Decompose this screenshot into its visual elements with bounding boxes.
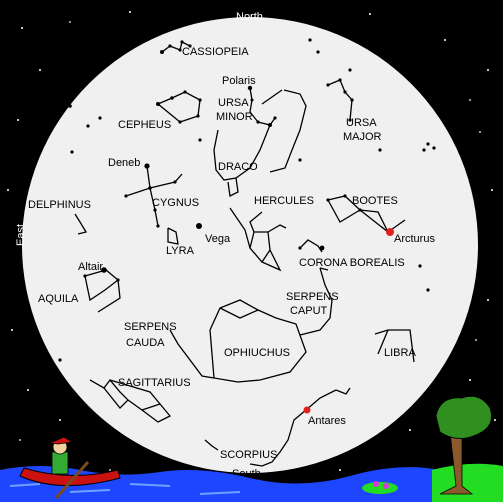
label-delphinus: DELPHINUS	[28, 199, 91, 211]
arcturus-star	[386, 228, 394, 236]
label-draco: DRACO	[218, 161, 258, 173]
label-ursa-minor-1: URSA	[218, 97, 249, 109]
label-sagittarius: SAGITTARIUS	[118, 377, 191, 389]
label-arcturus: Arcturus	[394, 233, 435, 245]
label-ophiuchus: OPHIUCHUS	[224, 347, 290, 359]
water-ripples	[9, 483, 241, 495]
label-polaris: Polaris	[222, 75, 256, 87]
lily-plant	[362, 481, 398, 494]
paddler-body	[51, 451, 69, 475]
sky-disk	[22, 17, 478, 473]
label-serpens-cauda-1: SERPENS	[124, 321, 177, 333]
label-serpens-caput-2: CAPUT	[290, 305, 328, 317]
label-hercules: HERCULES	[254, 195, 314, 207]
label-bootes: BOOTES	[352, 195, 398, 207]
label-aquila: AQUILA	[38, 293, 79, 305]
label-ursa-major-1: URSA	[346, 117, 377, 129]
canoe-paddler	[19, 436, 121, 499]
constellation-stars	[58, 38, 436, 442]
label-ursa-major-2: MAJOR	[343, 131, 382, 143]
label-serpens-caput-1: SERPENS	[286, 291, 339, 303]
label-cepheus: CEPHEUS	[118, 119, 171, 131]
label-vega: Vega	[205, 233, 231, 245]
direction-east: East	[15, 224, 27, 246]
tree-foliage	[435, 395, 492, 439]
label-deneb: Deneb	[108, 157, 140, 169]
label-libra: LIBRA	[384, 347, 416, 359]
label-ursa-minor-2: MINOR	[216, 111, 253, 123]
constellation-lines	[74, 41, 415, 467]
paddler-cap	[48, 436, 74, 445]
label-lyra: LYRA	[166, 245, 195, 257]
antares-star	[303, 406, 311, 414]
direction-north: North	[236, 11, 263, 23]
shore-tree	[432, 395, 503, 502]
label-serpens-cauda-2: CAUDA	[126, 337, 165, 349]
label-antares: Antares	[308, 415, 346, 427]
label-altair: Altair	[78, 261, 103, 273]
paddle	[54, 461, 90, 499]
canoe	[19, 467, 121, 487]
label-corona-borealis: CORONA BOREALIS	[299, 257, 405, 269]
label-cygnus: CYGNUS	[152, 197, 199, 209]
shore-grass	[432, 463, 503, 502]
label-scorpius: SCORPIUS	[220, 449, 277, 461]
direction-west: West	[475, 222, 487, 247]
label-cassiopeia: CASSIOPEIA	[182, 46, 249, 58]
